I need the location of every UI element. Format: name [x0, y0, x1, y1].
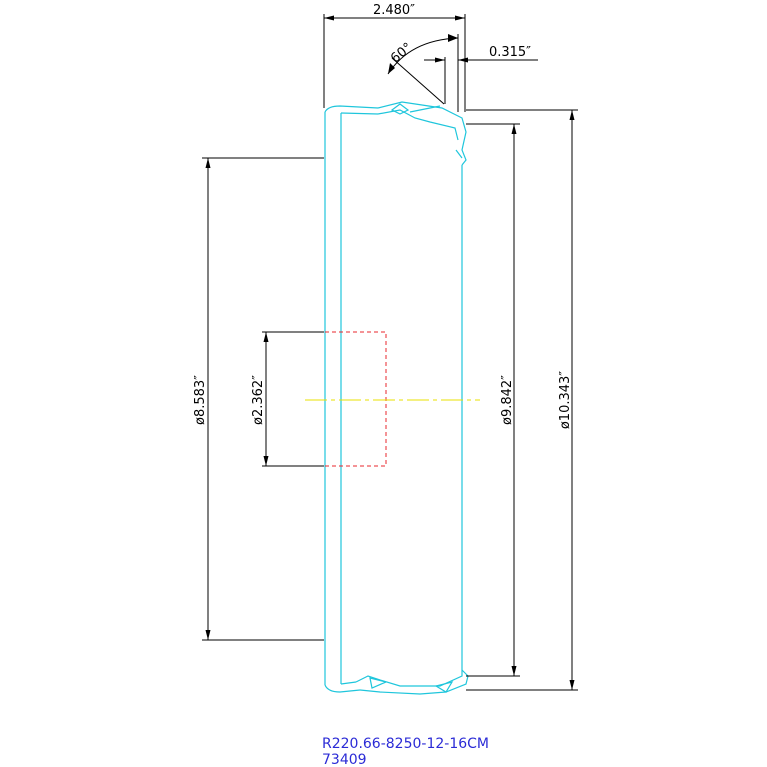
dimension-width: 2.480″ [323, 3, 466, 112]
part-code: R220.66-8250-12-16CM [322, 736, 489, 752]
bore-hidden-lines [325, 331, 387, 467]
land-label: 0.315″ [489, 45, 531, 60]
part-label: R220.66-8250-12-16CM 73409 [322, 736, 489, 767]
diameter-outer-label: ø10.343″ [558, 371, 573, 429]
dimension-land: 0.315″ [424, 34, 538, 112]
dimension-diameter-mid: ø9.842″ [466, 123, 520, 677]
dimension-diameter-inner: ø8.583″ [193, 157, 324, 641]
width-label: 2.480″ [373, 3, 415, 18]
dimension-angle: 60° [387, 34, 459, 105]
diameter-bore-label: ø2.362″ [251, 375, 266, 425]
dimension-diameter-bore: ø2.362″ [251, 331, 324, 467]
diameter-inner-label: ø8.583″ [193, 375, 208, 425]
angle-label: 60° [388, 40, 415, 66]
part-number: 73409 [322, 752, 367, 767]
dimension-diameter-outer: ø10.343″ [466, 109, 578, 691]
part-outline [324, 101, 469, 695]
diameter-mid-label: ø9.842″ [500, 375, 515, 425]
